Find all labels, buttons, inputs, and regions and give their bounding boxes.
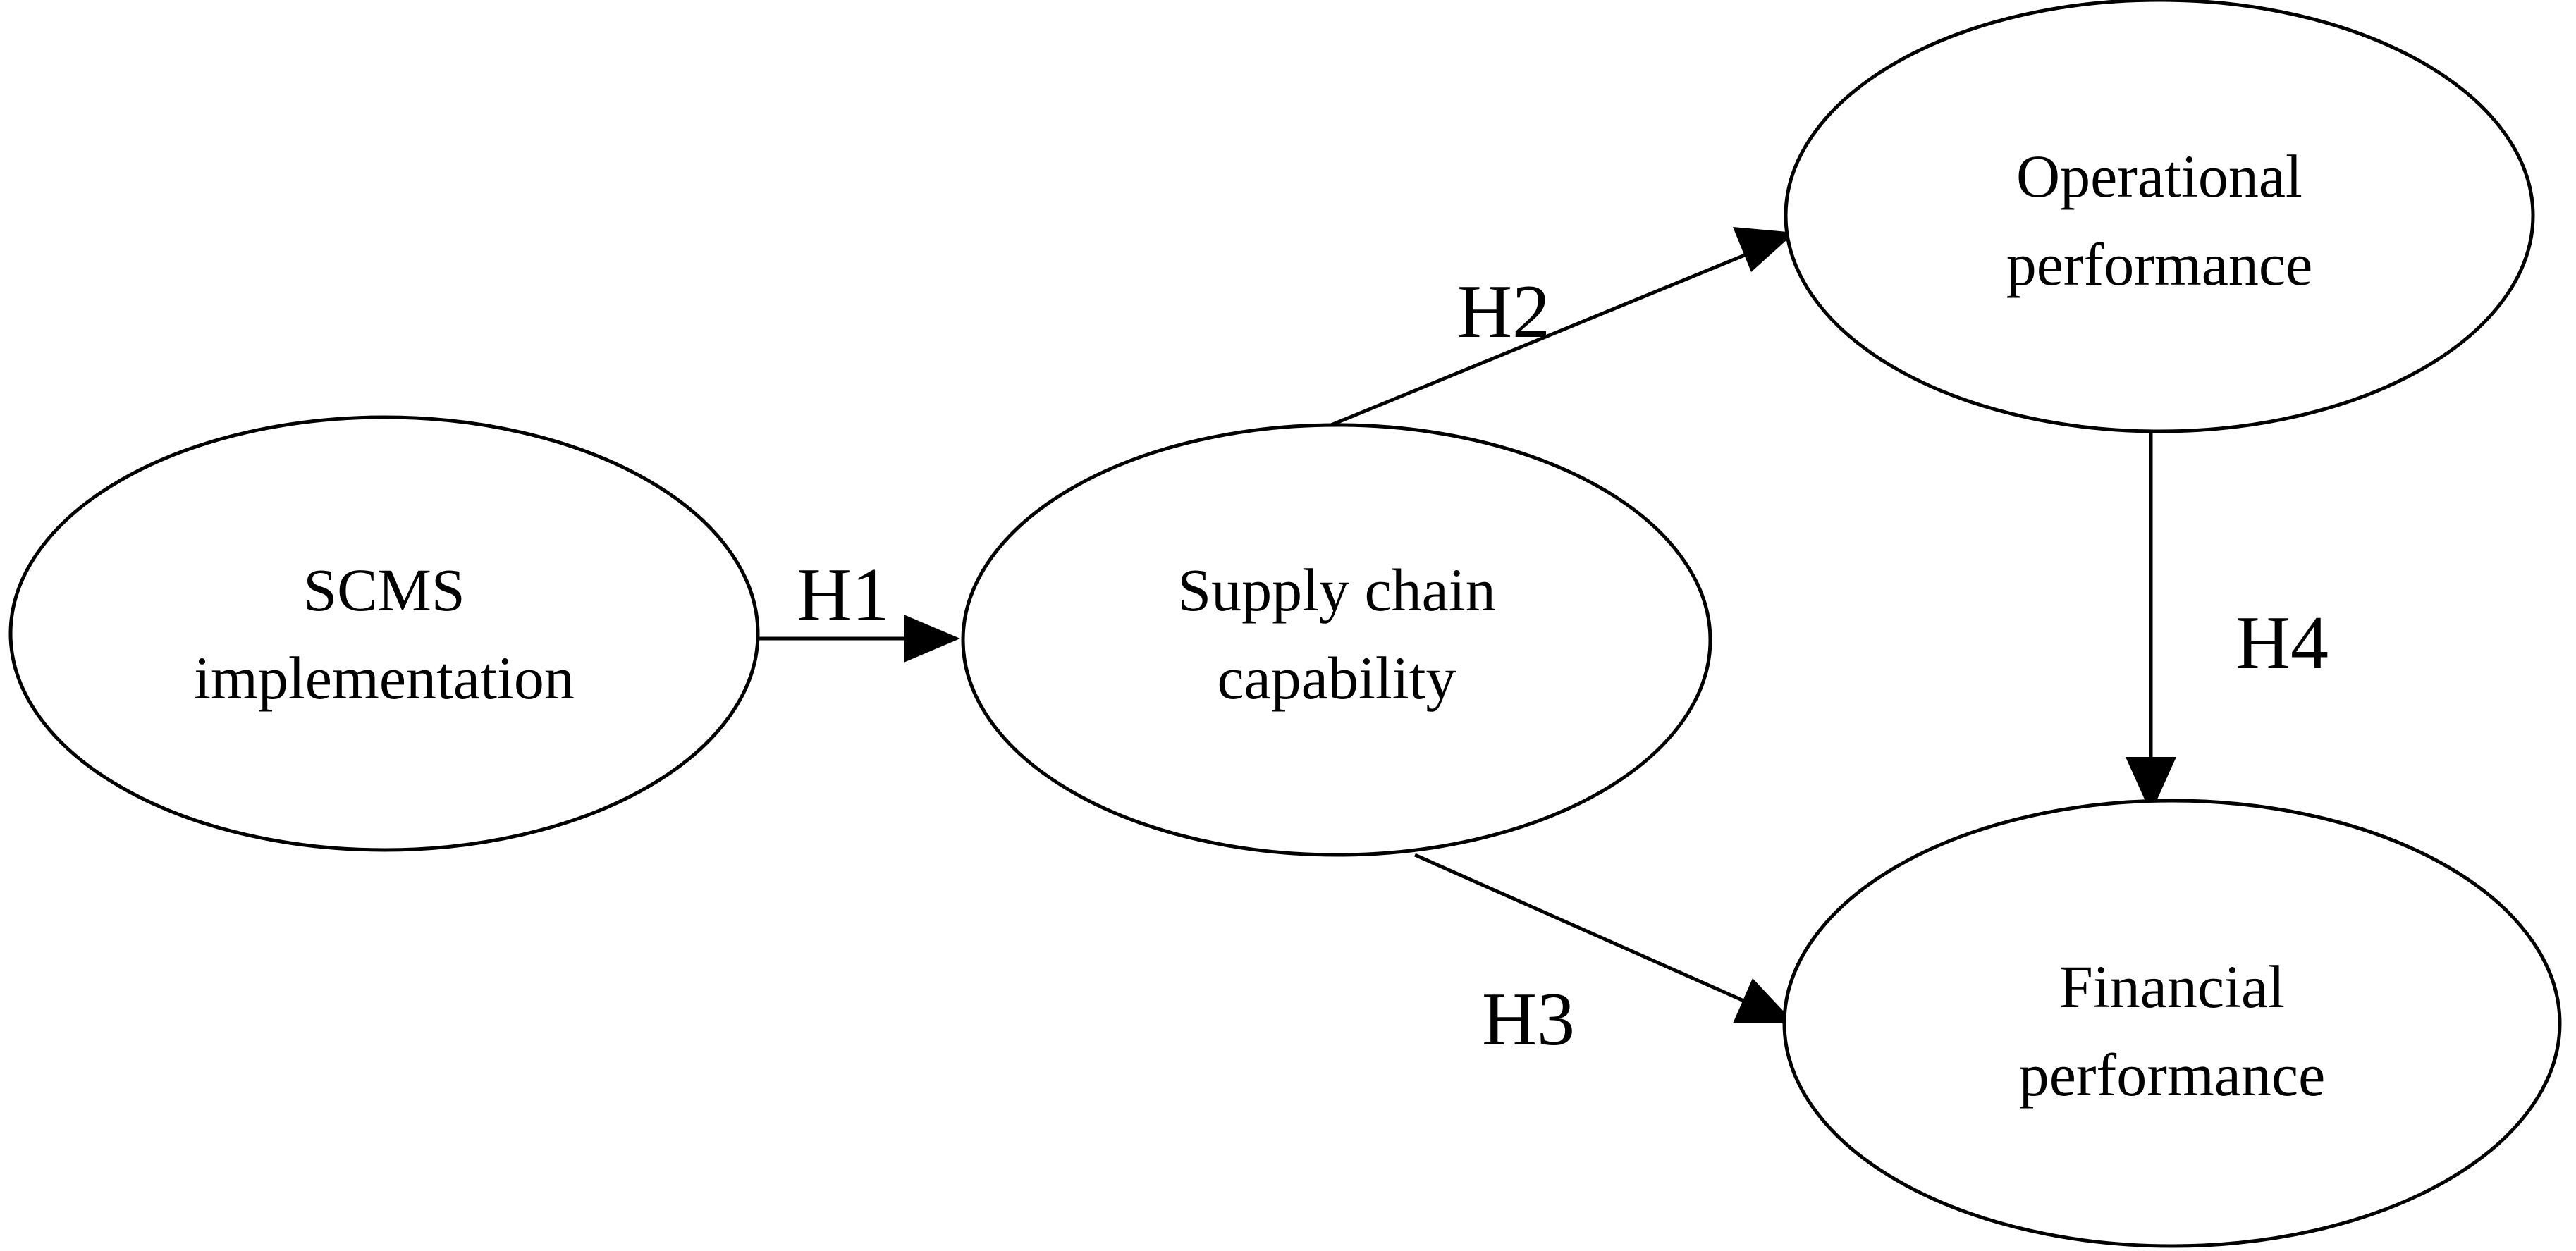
- edge-h4-label: H4: [2235, 601, 2329, 685]
- edge-h2: H2: [1330, 227, 1795, 427]
- node-supply-chain-capability-label-line-2: capability: [1217, 644, 1456, 712]
- edge-h1-arrowhead: [904, 615, 960, 663]
- node-operational-performance-label-line-2: performance: [2006, 230, 2313, 298]
- node-operational-performance: Operational performance: [1784, 0, 2535, 433]
- node-operational-performance-ellipse: [1784, 0, 2535, 433]
- edge-h3: H3: [1413, 853, 1795, 1061]
- edge-h3-line: [1413, 853, 1748, 1004]
- node-scms-implementation-label-line-2: implementation: [194, 644, 575, 712]
- edge-h4-arrowhead: [2126, 757, 2176, 813]
- node-supply-chain-capability-ellipse: [961, 423, 1712, 857]
- node-operational-performance-label-line-1: Operational: [2016, 142, 2302, 210]
- edge-h2-label: H2: [1457, 270, 1550, 354]
- node-supply-chain-capability-label-line-1: Supply chain: [1177, 556, 1495, 624]
- edge-h2-line: [1330, 251, 1750, 427]
- node-scms-implementation-ellipse: [8, 415, 760, 852]
- edge-h1: H1: [758, 553, 960, 663]
- node-supply-chain-capability: Supply chain capability: [961, 423, 1712, 857]
- node-financial-performance: Financial performance: [1782, 799, 2562, 1248]
- node-financial-performance-ellipse: [1782, 799, 2562, 1248]
- node-financial-performance-label-line-2: performance: [2019, 1041, 2326, 1109]
- edge-h1-label: H1: [797, 553, 890, 637]
- node-scms-implementation: SCMS implementation: [8, 415, 760, 852]
- edge-h3-arrowhead: [1733, 978, 1795, 1023]
- edge-h2-arrowhead: [1733, 227, 1795, 272]
- edge-h4: H4: [2126, 420, 2329, 813]
- edge-h3-label: H3: [1482, 978, 1575, 1061]
- node-financial-performance-label-line-1: Financial: [2059, 953, 2285, 1021]
- node-scms-implementation-label-line-1: SCMS: [303, 556, 465, 624]
